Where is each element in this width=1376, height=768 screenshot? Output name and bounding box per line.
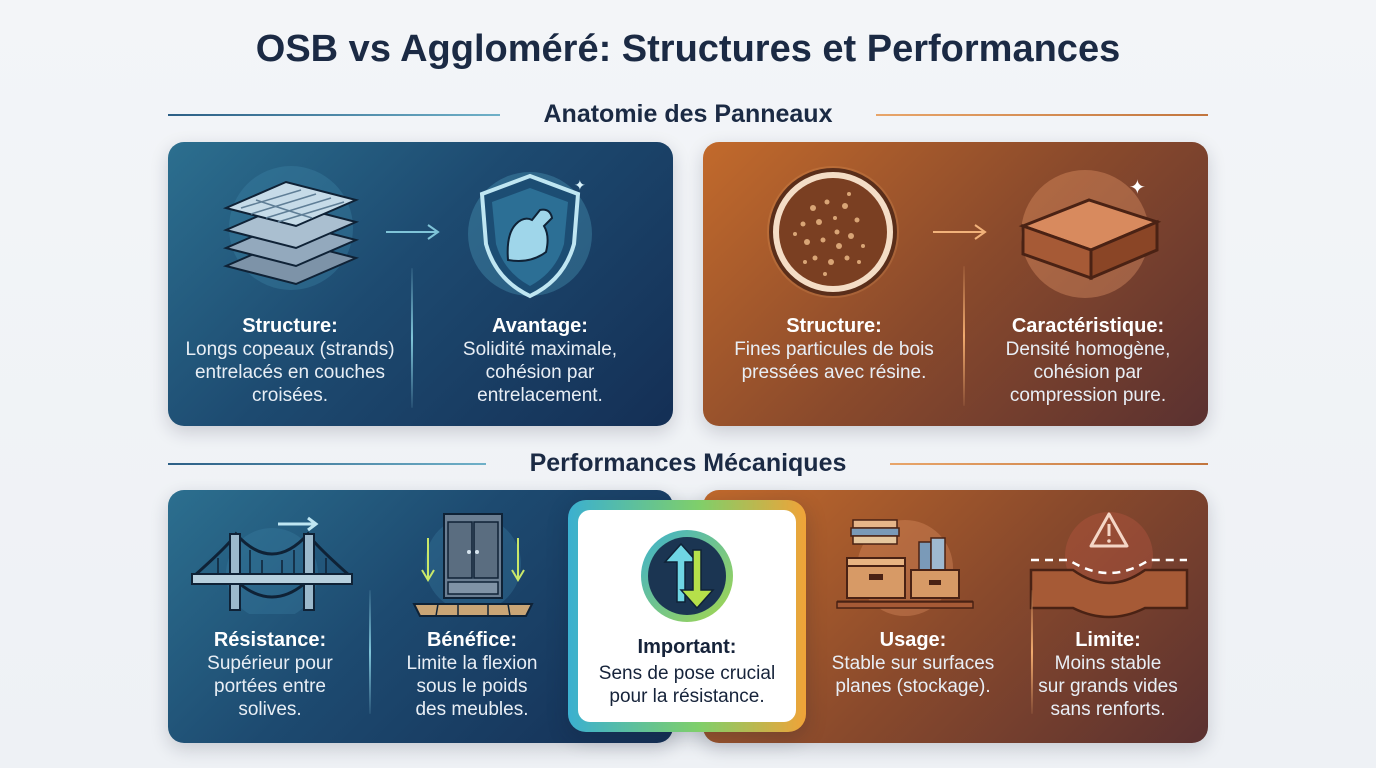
osb-advantage-text: Avantage: Solidité maximale, cohésion pa…: [424, 314, 656, 407]
column-divider: [411, 268, 413, 408]
osb-advantage-line: Solidité maximale,: [462, 339, 618, 360]
section-header-anatomy: Anatomie des Panneaux: [168, 100, 1208, 130]
agglo-usage-heading: Usage:: [879, 629, 947, 651]
osb-resistance-heading: Résistance:: [213, 629, 327, 651]
agglo-limit-text: Limite: Moins stable sur grands vides sa…: [1033, 628, 1183, 721]
agglo-usage-line: planes (stockage).: [835, 676, 991, 697]
important-line: Sens de pose crucial: [598, 663, 776, 684]
anatomy-osb-panel: ✦ Structure: Longs copeaux (strands) ent…: [168, 142, 673, 426]
important-body: Sens de pose crucial pour la résistance.: [578, 662, 796, 708]
osb-benefit-line: Limite la flexion: [406, 653, 538, 674]
agglo-feature-text: Caractéristique: Densité homogène, cohés…: [975, 314, 1201, 407]
osb-advantage-line: entrelacement.: [477, 385, 603, 406]
page-title: OSB vs Aggloméré: Structures et Performa…: [255, 28, 1121, 70]
agglo-structure-line: pressées avec résine.: [741, 362, 927, 383]
agglo-limit-line: sur grands vides: [1038, 676, 1178, 697]
agglo-limit-heading: Limite:: [1075, 629, 1141, 651]
agglo-usage-text: Usage: Stable sur surfaces planes (stock…: [803, 628, 1023, 698]
osb-resistance-line: portées entre: [214, 676, 326, 697]
important-callout: Important: Sens de pose crucial pour la …: [568, 500, 806, 732]
osb-benefit-line: sous le poids: [416, 676, 528, 697]
svg-text:✦: ✦: [574, 178, 586, 194]
wardrobe-icon: [412, 513, 534, 617]
anatomy-agglo-panel: ✦ Structure: Fines particules de bois pr…: [703, 142, 1208, 426]
column-divider: [1031, 590, 1033, 714]
agglo-feature-heading: Caractéristique:: [1011, 315, 1165, 337]
svg-text:✦: ✦: [1129, 175, 1146, 199]
flow-arrow: [933, 224, 987, 240]
osb-resistance-line: solives.: [238, 699, 302, 720]
agglo-feature-line: cohésion par: [1033, 362, 1143, 383]
osb-structure-line: entrelacés en couches: [194, 362, 386, 383]
osb-structure-line: Longs copeaux (strands): [185, 339, 395, 360]
agglo-structure-text: Structure: Fines particules de bois pres…: [711, 314, 957, 384]
agglo-feature-line: Densité homogène,: [1005, 339, 1171, 360]
important-line: pour la résistance.: [609, 686, 765, 707]
particle-disc-icon: [767, 166, 899, 298]
agglo-limit-line: Moins stable: [1054, 653, 1162, 674]
osb-resistance-line: Supérieur pour: [207, 653, 333, 674]
osb-benefit-heading: Bénéfice:: [426, 629, 518, 651]
osb-advantage-heading: Avantage:: [492, 315, 588, 337]
bridge-icon: [191, 516, 353, 614]
important-heading: Important:: [637, 636, 737, 658]
section-title-performance: Performances Mécaniques: [529, 449, 847, 477]
column-divider: [963, 266, 965, 406]
section-title-anatomy: Anatomie des Panneaux: [543, 100, 833, 128]
osb-benefit-line: des meubles.: [415, 699, 529, 720]
agglo-feature-line: compression pure.: [1009, 385, 1167, 406]
shield-strength-icon: ✦: [468, 172, 592, 299]
flow-arrow: [386, 224, 440, 240]
important-card: Important: Sens de pose crucial pour la …: [578, 510, 796, 722]
osb-structure-heading: Structure:: [242, 315, 338, 337]
osb-resistance-text: Résistance: Supérieur pour portées entre…: [168, 628, 372, 721]
agglo-structure-line: Fines particules de bois: [734, 339, 934, 360]
swap-arrows-icon: [641, 530, 733, 622]
section-header-performance: Performances Mécaniques: [168, 449, 1208, 479]
solid-block-icon: ✦: [1018, 170, 1162, 298]
warning-sag-icon: [1029, 512, 1189, 619]
storage-boxes-icon: [836, 519, 974, 616]
agglo-structure-heading: Structure:: [786, 315, 882, 337]
column-divider: [369, 590, 371, 714]
osb-structure-line: croisées.: [251, 385, 329, 406]
osb-benefit-text: Bénéfice: Limite la flexion sous le poid…: [374, 628, 570, 721]
osb-advantage-line: cohésion par: [485, 362, 595, 383]
agglo-limit-line: sans renforts.: [1050, 699, 1166, 720]
agglo-usage-line: Stable sur surfaces: [831, 653, 995, 674]
osb-structure-text: Structure: Longs copeaux (strands) entre…: [172, 314, 408, 407]
layered-strands-icon: [222, 166, 360, 290]
